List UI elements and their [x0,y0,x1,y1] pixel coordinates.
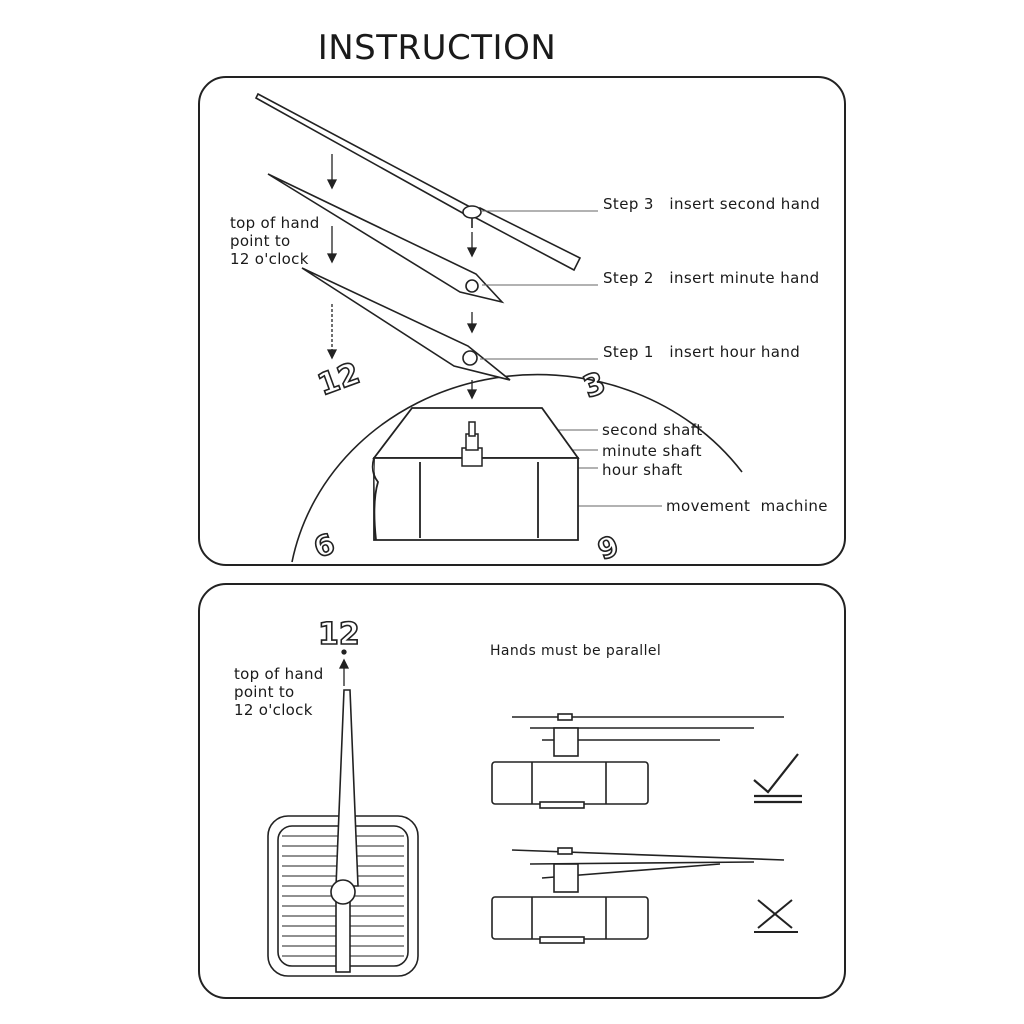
alignment-diagram [267,649,802,977]
step-3-number: Step 3 [603,195,654,213]
clock-dial-outline [291,373,743,563]
step-3-label: Step 3 insert second hand [603,195,820,213]
assembly-steps-panel: 12 3 9 6 Step 3 insert second hand Step … [198,76,846,566]
step-1-number: Step 1 [603,343,654,361]
step-1-text: insert hour hand [669,343,801,361]
top-hand-note: top of hand point to 12 o'clock [230,214,320,268]
note-line-2: point to [230,232,291,250]
hour-hand [301,267,511,381]
step-3-text: insert second hand [669,195,821,213]
up-arrow [338,649,350,686]
non-parallel-hands-wrong [491,847,785,944]
movement-box [371,407,580,541]
parallel-instruction: Hands must be parallel [490,643,662,659]
movement-machine-label: movement machine [666,497,828,515]
alignment-panel: 12 top of hand point to 12 o'clock Hands… [198,583,846,999]
step-2-number: Step 2 [603,269,654,287]
numeral-12: 12 [317,616,360,653]
note-line-1: top of hand [234,665,324,683]
shaft-stack [461,421,483,467]
hour-shaft-label: hour shaft [602,461,683,479]
bottom-hand-note: top of hand point to 12 o'clock [234,665,324,719]
step-1-label: Step 1 insert hour hand [603,343,800,361]
page-title: INSTRUCTION [317,28,557,68]
note-line-3: 12 o'clock [230,250,309,268]
second-shaft-label: second shaft [602,421,703,439]
note-line-2: point to [234,683,295,701]
step-2-text: insert minute hand [669,269,820,287]
note-line-1: top of hand [230,214,320,232]
cross-mark-icon [754,899,798,933]
vertical-hand [330,689,359,973]
minute-hand [267,173,505,304]
insert-arrows [326,154,478,400]
note-line-3: 12 o'clock [234,701,313,719]
parallel-hands-correct [491,713,784,809]
step-2-label: Step 2 insert minute hand [603,269,820,287]
assembly-diagram [254,92,743,563]
second-hand [254,92,582,272]
check-mark-icon [753,753,802,804]
minute-shaft-label: minute shaft [602,442,702,460]
